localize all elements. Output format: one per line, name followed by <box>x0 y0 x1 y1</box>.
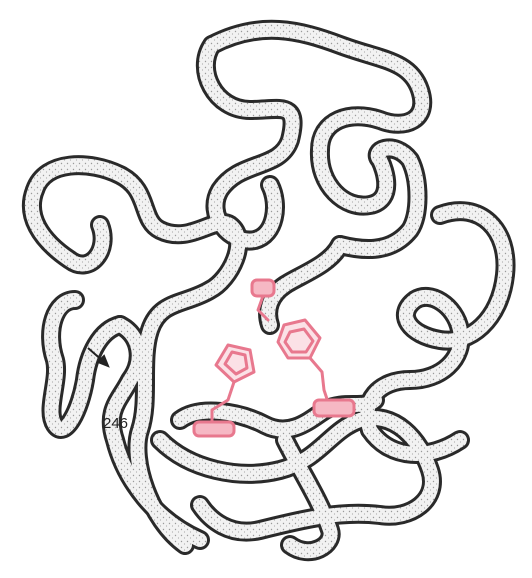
residue-label-246: 246 <box>103 415 128 432</box>
asp-ring <box>278 320 354 416</box>
